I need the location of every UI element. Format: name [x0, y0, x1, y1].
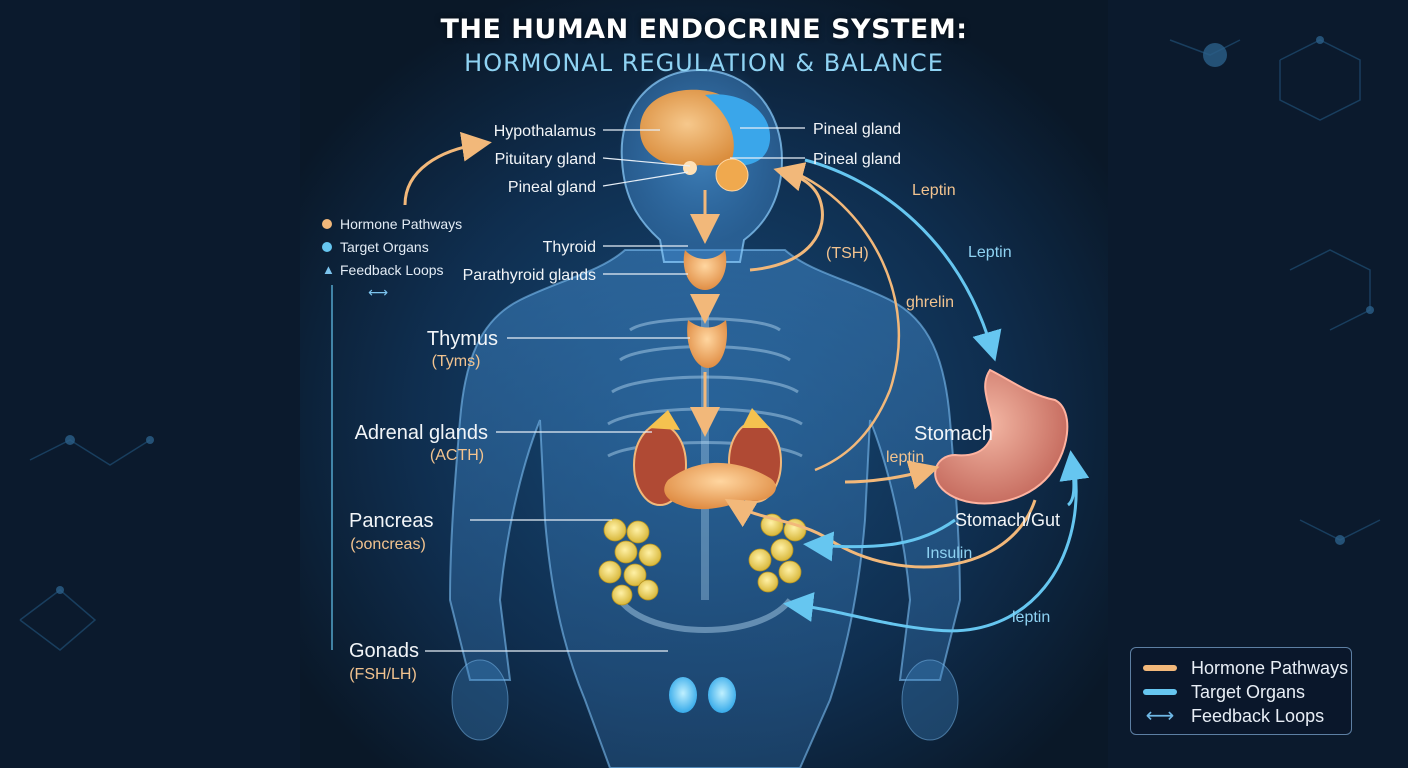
sublabel-thymus: (Tyms): [432, 353, 481, 370]
mini-legend-label: Hormone Pathways: [340, 215, 463, 232]
right-gonad: [708, 677, 736, 713]
legend-label: Feedback Loops: [1191, 705, 1325, 726]
right-labels: Pineal gland Pineal gland Stomach Stomac…: [813, 121, 1060, 530]
hormone-labels: Leptin Leptin (TSH) ghrelin leptin Insul…: [826, 182, 1050, 626]
left-leader-lines: [425, 129, 691, 652]
double-arrow-icon: ⟷: [368, 284, 389, 300]
legend-label: Target Organs: [1191, 681, 1306, 702]
mini-legend-item-hormone: Hormone Pathways: [322, 212, 472, 235]
label-hypothalamus: Hypothalamus: [494, 123, 596, 140]
legend-item-hormone-pathways: Hormone Pathways: [1143, 656, 1348, 680]
hormone-swatch-icon: [1143, 665, 1177, 671]
thyroid-organ: [683, 250, 727, 290]
right-adrenal: [742, 408, 770, 428]
sublabel-pancreas: (ɔoncreas): [350, 536, 426, 553]
label-pituitary-gland: Pituitary gland: [495, 151, 596, 168]
legend-label: Hormone Pathways: [1191, 657, 1349, 678]
left-gonad: [669, 677, 697, 713]
label-pancreas: Pancreas: [349, 510, 434, 532]
label-pineal-gland-right-1: Pineal gland: [813, 121, 901, 138]
hormone-insulin: Insulin: [926, 545, 972, 562]
pituitary-organ: [683, 161, 697, 175]
hormone-leptin-1: Leptin: [912, 182, 956, 199]
mini-legend-label: Target Organs: [340, 238, 429, 255]
legend-item-feedback-loops: ⟷ Feedback Loops: [1143, 704, 1324, 728]
hormone-dot-icon: [322, 218, 332, 229]
mini-legend: Hormone Pathways Target Organs ▲ Feedbac…: [322, 212, 472, 304]
label-thymus: Thymus: [427, 328, 498, 350]
mini-legend-item-feedback: ▲ Feedback Loops: [322, 258, 472, 281]
stomach-organ: [934, 368, 1069, 505]
pineal-gland-organ: [715, 158, 749, 192]
pancreas-organ: [664, 462, 776, 510]
target-dot-icon: [322, 241, 332, 252]
molecule-decoration: [19, 39, 1381, 651]
label-pineal-gland-left: Pineal gland: [508, 179, 596, 196]
molecule-nodes: [56, 36, 1374, 594]
hormone-leptin-3: leptin: [886, 449, 924, 466]
label-thyroid: Thyroid: [543, 239, 596, 256]
sublabel-gonads: (FSH/LH): [349, 666, 417, 683]
label-adrenal-glands: Adrenal glands: [355, 422, 488, 444]
left-labels: Hypothalamus Pituitary gland Pineal glan…: [355, 123, 596, 444]
left-sublabels: (Tyms) (ACTH) (ɔoncreas) (FSH/LH): [349, 353, 484, 683]
hormone-leptin-2: Leptin: [968, 244, 1012, 261]
legend: Hormone Pathways Target Organs ⟷ Feedbac…: [1130, 647, 1352, 735]
legend-item-target-organs: Target Organs: [1143, 680, 1305, 704]
target-swatch-icon: [1143, 689, 1177, 695]
label-pineal-gland-right-2: Pineal gland: [813, 151, 901, 168]
hormone-pathway-curves: [331, 131, 1090, 650]
mini-legend-label: Feedback Loops: [340, 261, 444, 278]
hormone-ghrelin: ghrelin: [906, 294, 954, 311]
brain: [640, 89, 771, 192]
right-leader-lines: [730, 127, 805, 159]
label-gonads: Gonads: [349, 640, 419, 662]
up-arrow-icon: ▲: [322, 262, 335, 277]
label-stomach: Stomach: [914, 423, 993, 445]
left-adrenal: [648, 410, 680, 430]
fat-tissue-left: [598, 518, 662, 606]
mini-legend-item-target: Target Organs: [322, 235, 472, 258]
fat-tissue-right: [748, 513, 807, 593]
double-arrow-icon: ⟷: [1145, 705, 1175, 727]
left-labels-lower: Pancreas Gonads: [349, 510, 434, 662]
sublabel-adrenal: (ACTH): [430, 447, 484, 464]
thymus-organ: [687, 320, 728, 368]
label-stomach-gut: Stomach/Gut: [955, 510, 1060, 530]
hormone-leptin-4: leptin: [1012, 609, 1050, 626]
hormone-tsh: (TSH): [826, 245, 869, 262]
label-parathyroid: Parathyroid glands: [463, 267, 596, 284]
